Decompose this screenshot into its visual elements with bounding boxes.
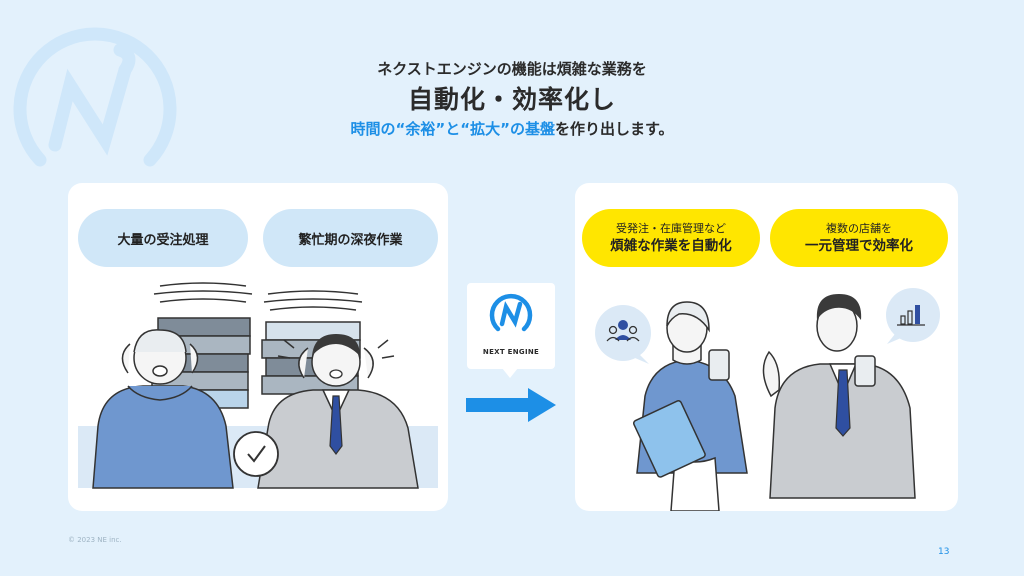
relaxed-workers-illustration [595,288,940,511]
next-engine-watermark-icon [13,27,177,167]
header-subtitle: 時間の“余裕”と“拡大”の基盤を作り出します。 [0,118,1024,139]
overwhelmed-workers-illustration [78,282,438,489]
logo-card-pointer [502,368,518,378]
next-engine-logo-card: NEXT ENGINE [467,283,555,369]
header-subtitle-highlight: 時間の“余裕”と“拡大”の基盤 [350,120,555,138]
header-main-title: 自動化・効率化し [407,85,616,114]
late-night-work-label: 繁忙期の深夜作業 [298,232,403,248]
late-night-work-pill: 繁忙期の深夜作業 [263,209,438,267]
automation-pill-main: 煩雑な作業を自動化 [610,238,732,254]
header-subtitle-tail: を作り出します。 [554,120,674,138]
bulk-order-label: 大量の受注処理 [117,232,209,248]
next-engine-logo-icon [489,293,533,332]
automation-pill: 受発注・在庫管理など 煩雑な作業を自動化 [582,209,760,267]
before-panel: 大量の受注処理 繁忙期の深夜作業 [68,183,448,511]
header-lead-text: ネクストエンジンの機能は煩雑な業務を [377,60,647,78]
page-number: 13 [938,547,950,557]
copyright-text: © 2023 NE inc. [68,536,122,544]
team-icon [615,320,631,340]
after-panel: 受発注・在庫管理など 煩雑な作業を自動化 複数の店舗を 一元管理で効率化 [575,183,958,511]
bulk-order-pill: 大量の受注処理 [78,209,248,267]
multi-store-pill: 複数の店舗を 一元管理で効率化 [770,209,948,267]
next-engine-logo-text: NEXT ENGINE [482,348,540,356]
right-arrow-icon [466,388,556,422]
automation-pill-sub: 受発注・在庫管理など [616,222,726,235]
multi-store-pill-sub: 複数の店舗を [826,222,892,235]
bar-chart-icon [897,305,925,326]
multi-store-pill-main: 一元管理で効率化 [805,238,913,254]
